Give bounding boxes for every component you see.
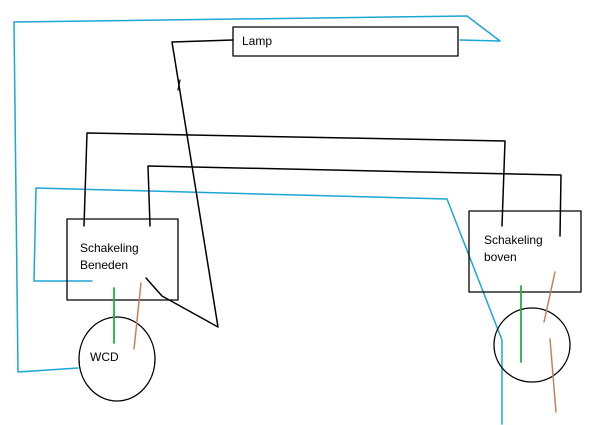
black-wire-tick (177, 79, 181, 91)
switch-downstairs-box (66, 218, 179, 301)
lamp-label: Lamp (242, 34, 273, 48)
blue-wire-switch-run (33, 187, 503, 425)
black-traveller-wire-1 (83, 132, 506, 227)
black-traveller-wire-2 (147, 165, 562, 237)
switch-downstairs-label: Schakeling Beneden (80, 241, 139, 273)
switch-upstairs-box (468, 210, 582, 293)
junction-circle-upstairs (493, 307, 571, 383)
brown-wire-downstairs (133, 282, 142, 350)
lamp-box (232, 26, 459, 57)
socket-circle (78, 316, 156, 402)
blue-wire-top-loop (13, 15, 501, 373)
brown-wire-upstairs-top (543, 271, 556, 323)
switch-upstairs-label: Schakeling boven (484, 233, 543, 265)
socket-label: WCD (90, 350, 119, 364)
brown-wire-upstairs-bottom (549, 338, 557, 413)
black-wire-lamp-to-switch (145, 39, 234, 328)
